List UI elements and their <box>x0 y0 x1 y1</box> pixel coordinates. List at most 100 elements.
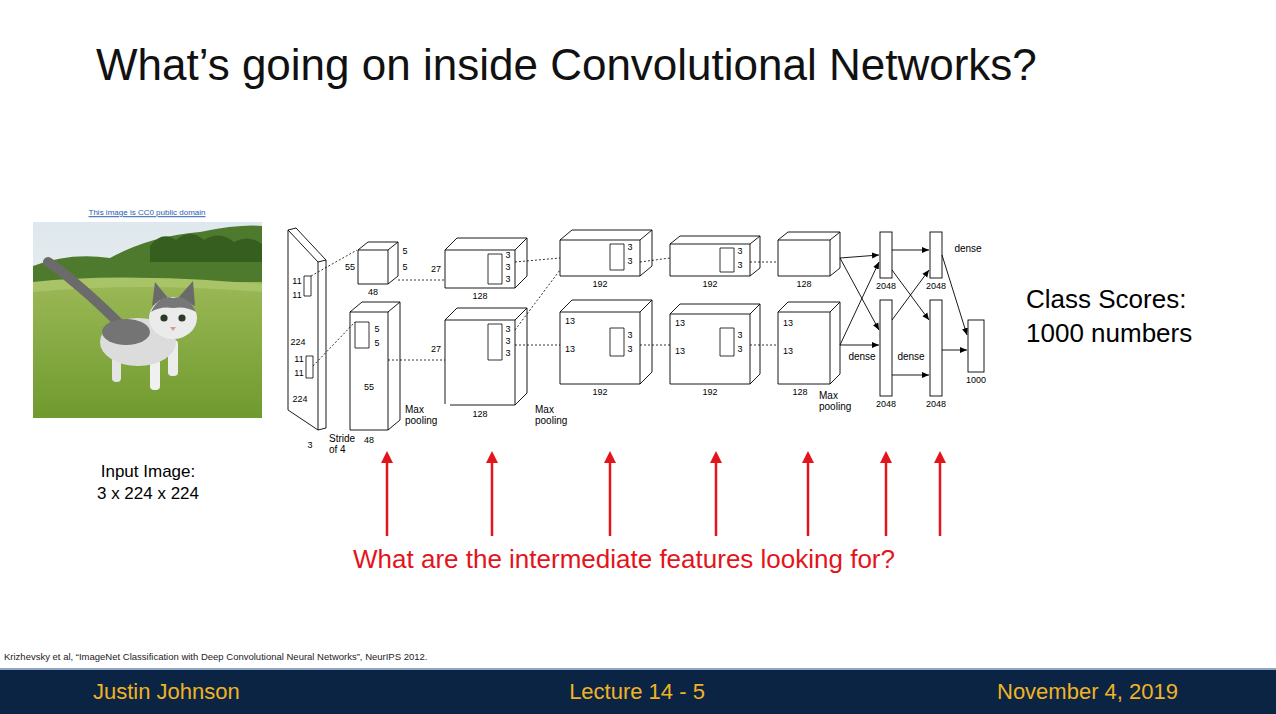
projection-lines <box>311 250 778 366</box>
dimension-label: 13 <box>782 319 794 329</box>
dimension-label: 2048 <box>875 400 897 410</box>
dimension-label: 13 <box>674 347 686 357</box>
dense-layer <box>880 300 892 396</box>
connection-arrow <box>942 255 967 335</box>
conv-volume <box>445 308 527 405</box>
dimension-label: 5 <box>401 263 408 273</box>
output-label: Class Scores: 1000 numbers <box>1026 283 1218 351</box>
conv-volume <box>778 302 840 384</box>
trees <box>150 234 262 262</box>
dimension-label: 3 <box>626 243 633 253</box>
red-arrow-head <box>880 451 892 463</box>
image-credit: This image is CC0 public domain <box>89 208 206 218</box>
dimension-label: 48 <box>363 436 375 446</box>
dimension-label: 3 <box>626 331 633 341</box>
connection-arrow <box>840 345 879 346</box>
kitten-head-patch <box>151 297 196 312</box>
red-arrow-shaft <box>939 460 942 536</box>
dimension-label: 3 <box>626 345 633 355</box>
dimension-label: dense <box>896 351 925 362</box>
conv-volume <box>350 302 400 430</box>
dimension-label: 13 <box>564 317 576 327</box>
red-arrow-shaft <box>807 460 810 536</box>
conv-volume <box>670 304 760 384</box>
dimension-label: 5 <box>373 325 380 335</box>
red-arrow-head <box>802 451 814 463</box>
dimension-label: 3 <box>504 275 511 285</box>
dimension-label: 3 <box>736 261 743 271</box>
red-arrow-shaft <box>491 460 494 536</box>
output-layer <box>968 320 984 372</box>
red-arrows <box>381 451 946 536</box>
kernel-box <box>304 244 734 378</box>
red-arrow-shaft <box>609 460 612 536</box>
dimension-label: 192 <box>591 280 608 290</box>
dimension-label: 224 <box>289 338 306 348</box>
connection-arrow <box>892 375 929 376</box>
dimension-label: 3 <box>626 257 633 267</box>
dimension-label: 27 <box>430 265 442 275</box>
dimension-label: 11 <box>291 291 302 301</box>
kitten-nose <box>170 327 176 331</box>
dense-layer <box>880 232 892 278</box>
red-arrow-head <box>710 451 722 463</box>
dimension-label: 3 <box>504 325 511 335</box>
red-arrow-head <box>604 451 616 463</box>
kitten-head <box>149 297 197 339</box>
footer-text: Justin Johnson <box>93 679 240 705</box>
connection-arrow <box>840 255 879 258</box>
dimension-label: 192 <box>591 388 608 398</box>
dimension-label: 13 <box>564 345 576 355</box>
connection-arrow <box>840 262 879 345</box>
dimension-label: 11 <box>291 277 302 287</box>
dimension-label: 128 <box>791 388 808 398</box>
red-arrow-shaft <box>885 460 888 536</box>
sky <box>33 222 262 418</box>
dimension-label: 5 <box>373 339 380 349</box>
conv-volume <box>670 236 760 276</box>
dense-layer <box>930 300 942 396</box>
dimension-label: 11 <box>293 369 304 379</box>
input-volume <box>288 228 326 430</box>
dimension-label: 3 <box>306 441 313 451</box>
connection-arrow <box>892 250 929 251</box>
dimension-label: 1000 <box>965 376 987 386</box>
dense-connections <box>840 250 967 375</box>
connection-arrow <box>942 350 967 351</box>
dimension-label: 13 <box>782 347 794 357</box>
conv-volume <box>778 232 840 276</box>
dimension-label: 224 <box>291 395 308 405</box>
dimension-label: 13 <box>674 319 686 329</box>
dimension-label: 3 <box>504 349 511 359</box>
dimension-label: Max pooling <box>404 404 450 426</box>
slide-title: What’s going on inside Convolutional Net… <box>96 40 1037 91</box>
red-arrow-shaft <box>386 460 389 536</box>
dimension-label: 11 <box>293 355 304 365</box>
dimension-label: 55 <box>344 263 356 273</box>
dimension-label: 3 <box>736 331 743 341</box>
conv-volume <box>560 230 652 276</box>
conv-volume <box>358 242 398 284</box>
dimension-label: 3 <box>504 337 511 347</box>
footer-band: Justin JohnsonLecture 14 - 5November 4, … <box>0 668 1276 714</box>
dimension-label: 3 <box>736 345 743 355</box>
dimension-label: dense <box>847 351 876 362</box>
dimension-label: 192 <box>701 280 718 290</box>
citation: Krizhevsky et al, “ImageNet Classificati… <box>4 651 427 662</box>
dimension-label: 128 <box>795 280 812 290</box>
dimension-label: 128 <box>471 292 488 302</box>
conv-volume <box>445 238 527 288</box>
dimension-label: Stride of 4 <box>328 433 364 455</box>
kitten-patch <box>102 319 150 345</box>
conv-volume <box>560 300 652 384</box>
dimension-label: 3 <box>504 251 511 261</box>
connection-arrow <box>892 270 929 320</box>
red-arrow-head <box>934 451 946 463</box>
dimension-label: 3 <box>504 263 511 273</box>
dimension-label: Max pooling <box>818 390 864 412</box>
dimension-label: 2048 <box>925 400 947 410</box>
dimension-label: dense <box>953 243 982 254</box>
